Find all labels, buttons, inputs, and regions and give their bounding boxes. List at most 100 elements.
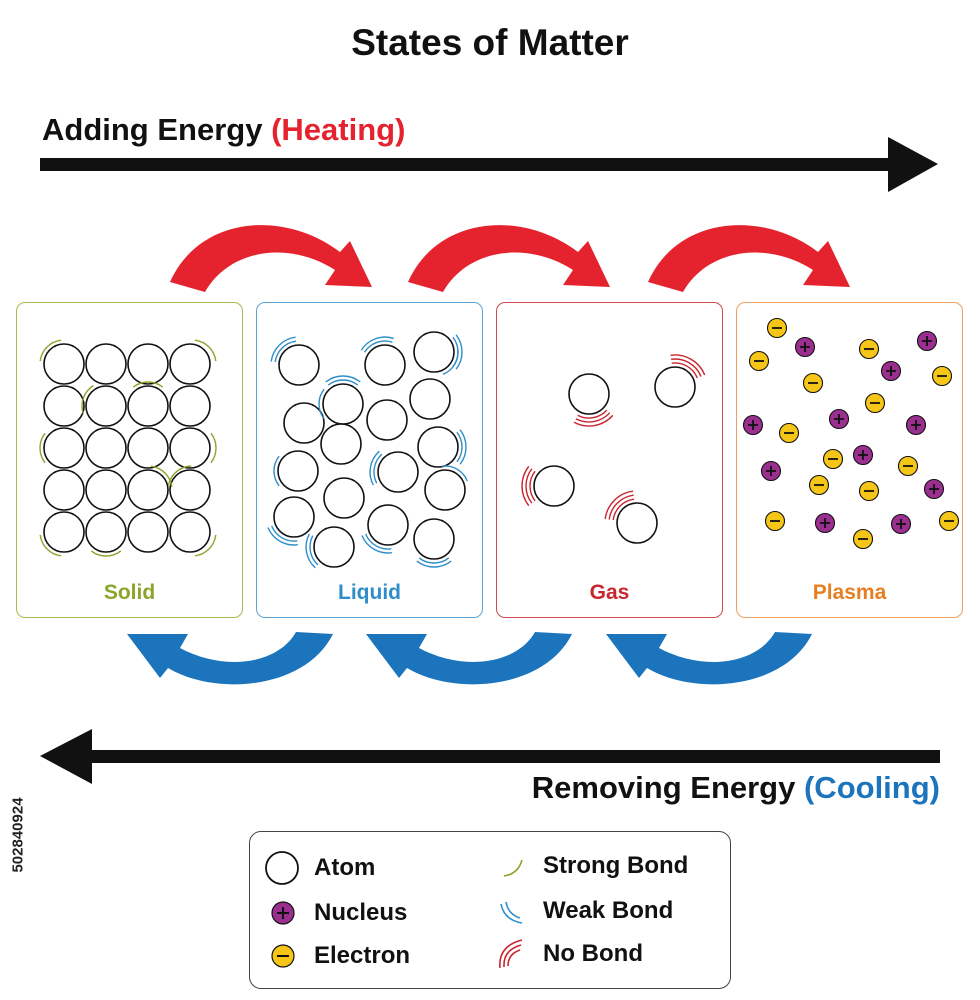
liquid-atom <box>377 451 419 493</box>
electron-particle <box>778 422 800 444</box>
liquid-atom <box>367 504 409 546</box>
cooling-label-highlight: (Cooling) <box>803 770 940 805</box>
weak-bond <box>270 336 297 363</box>
nucleus-particle <box>828 408 850 430</box>
gas-atom <box>533 465 575 507</box>
solid-atom <box>127 511 169 553</box>
weak-bond <box>267 525 298 546</box>
strong-bond <box>132 381 164 388</box>
solid-atom <box>169 385 211 427</box>
nucleus-particle <box>890 513 912 535</box>
strong-bond <box>39 432 46 464</box>
legend-electron-label: Electron <box>314 942 411 969</box>
electron-particle <box>858 480 880 502</box>
solid-atom <box>85 469 127 511</box>
weak-bond <box>441 465 468 482</box>
liquid-particle-diagram <box>267 331 468 569</box>
cooling-label-prefix: Removing Energy <box>531 770 796 805</box>
page-title: States of Matter <box>351 22 629 63</box>
strong-bond <box>167 465 192 486</box>
weak-bond <box>305 533 319 569</box>
cooling-direction-arrow <box>40 729 940 784</box>
nucleus-particle <box>794 336 816 358</box>
strong-bond <box>194 339 217 362</box>
weak-bond <box>273 455 280 487</box>
cooling-transition-arrows <box>127 632 812 685</box>
heating-arrow-gas-to-plasma <box>648 225 850 292</box>
liquid-atom <box>313 526 355 568</box>
weak-bond <box>369 450 383 486</box>
liquid-atom <box>322 383 364 425</box>
solid-atom <box>85 427 127 469</box>
liquid-atom <box>413 518 455 560</box>
solid-atom <box>85 511 127 553</box>
heating-transition-arrows <box>170 225 850 292</box>
nucleus-particle <box>916 330 938 352</box>
gas-atom <box>654 366 696 408</box>
cooling-arrow-plasma-to-gas <box>606 632 812 685</box>
solid-atom <box>85 343 127 385</box>
no-bond <box>604 490 635 521</box>
cooling-label: Removing Energy (Cooling) <box>532 770 940 806</box>
electron-particle <box>764 510 786 532</box>
heating-label-highlight: (Heating) <box>271 112 406 147</box>
liquid-atom <box>273 496 315 538</box>
weak-bond-icon <box>500 901 523 924</box>
weak-bond <box>416 557 452 568</box>
liquid-atom <box>283 402 325 444</box>
heating-arrow-solid-to-liquid <box>170 225 372 292</box>
nucleus-particle <box>814 512 836 534</box>
plasma-state-panel: Plasma <box>736 302 963 618</box>
nucleus-particle <box>880 360 902 382</box>
strong-bond <box>39 534 62 557</box>
legend: Atom Nucleus Electron Strong Bond Weak B… <box>249 831 731 989</box>
solid-atom <box>169 511 211 553</box>
no-bond <box>573 409 614 427</box>
electron-particle <box>858 338 880 360</box>
heating-label-prefix: Adding Energy <box>42 112 263 147</box>
solid-atom <box>169 427 211 469</box>
solid-atom <box>85 385 127 427</box>
watermark-id-text: 502840924 <box>9 797 27 873</box>
electron-icon <box>271 944 295 968</box>
strong-bond <box>194 534 217 557</box>
legend-weak-bond-label: Weak Bond <box>543 897 674 924</box>
solid-atom <box>127 469 169 511</box>
no-bond <box>670 354 706 379</box>
strong-bond <box>90 550 122 557</box>
no-bond <box>521 465 536 507</box>
nucleus-particle <box>852 444 874 466</box>
plasma-label: Plasma <box>812 581 887 604</box>
electron-particle <box>808 474 830 496</box>
weak-bond <box>360 336 394 353</box>
electron-particle <box>802 372 824 394</box>
weak-bond <box>456 429 467 465</box>
nucleus-icon <box>271 901 295 925</box>
weak-bond <box>325 375 361 386</box>
watermark-id: 502840924 <box>2 760 34 910</box>
liquid-atom <box>424 469 466 511</box>
heating-arrow-liquid-to-gas <box>408 225 610 292</box>
liquid-atom <box>409 378 451 420</box>
weak-bond <box>318 388 325 420</box>
atom-icon <box>265 851 299 885</box>
gas-particle-diagram <box>521 354 706 544</box>
liquid-atom <box>323 477 365 519</box>
solid-label: Solid <box>103 581 156 604</box>
nucleus-particle <box>905 414 927 436</box>
heating-label: Adding Energy (Heating) <box>42 112 405 148</box>
legend-strong-bond-label: Strong Bond <box>543 852 689 879</box>
solid-particle-diagram <box>39 339 217 557</box>
liquid-atom <box>320 423 362 465</box>
nucleus-particle <box>742 414 764 436</box>
electron-particle <box>897 455 919 477</box>
electron-particle <box>822 448 844 470</box>
strong-bond <box>210 432 217 464</box>
solid-atom <box>169 343 211 385</box>
electron-particle <box>748 350 770 372</box>
gas-atom <box>616 502 658 544</box>
nucleus-particle <box>760 460 782 482</box>
solid-atom <box>43 343 85 385</box>
liquid-state-panel: Liquid <box>256 302 483 618</box>
gas-state-panel: Gas <box>496 302 723 618</box>
